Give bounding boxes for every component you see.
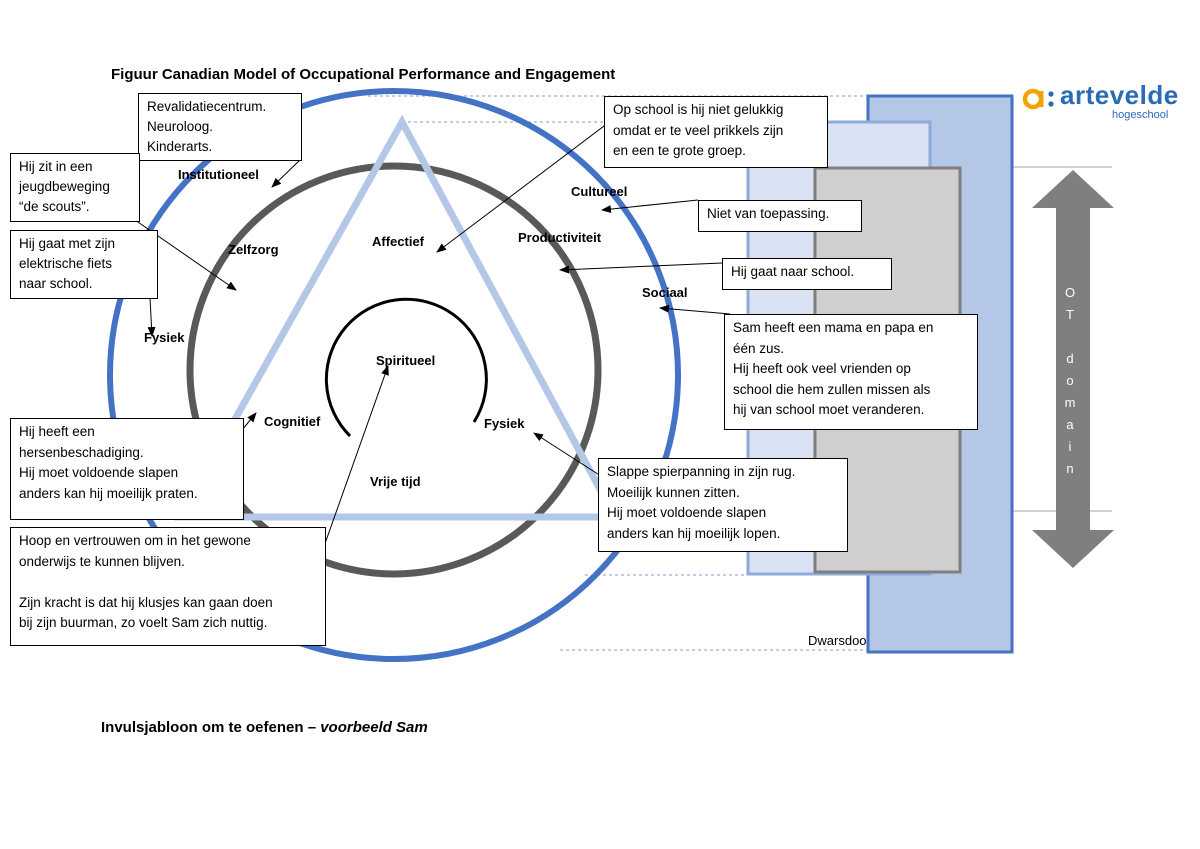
note-line: en een te grote groep. bbox=[613, 143, 746, 158]
note-line: Hij heeft ook veel vrienden op bbox=[733, 361, 911, 376]
domain-letter: O bbox=[1064, 285, 1076, 300]
note-line: school die hem zullen missen als bbox=[733, 381, 931, 397]
note-school: Op school is hij niet gelukkig omdat er … bbox=[604, 96, 828, 168]
note-line: Hij gaat naar school. bbox=[731, 264, 855, 279]
note-line: anders kan hij moeilijk praten. bbox=[19, 485, 198, 501]
note-line: Niet van toepassing. bbox=[707, 206, 830, 221]
note-line: Hij zit in een bbox=[19, 159, 93, 174]
domain-letter: a bbox=[1066, 417, 1074, 432]
note-line: Kinderarts. bbox=[147, 139, 213, 154]
person-triangle bbox=[174, 114, 621, 521]
outer-environment-circle bbox=[107, 88, 681, 662]
note-scouts: Hij zit in een jeugdbeweging “de scouts”… bbox=[10, 153, 140, 222]
label-cultureel: Cultureel bbox=[571, 184, 628, 199]
domain-letter: m bbox=[1064, 395, 1076, 410]
note-hoop: Hoop en vertrouwen om in het gewone onde… bbox=[10, 527, 326, 646]
note-productief: Hij gaat naar school. bbox=[722, 258, 892, 290]
note-line: Hij moet voldoende slapen bbox=[19, 465, 179, 480]
label-affectief: Affectief bbox=[372, 234, 425, 249]
note-line: Op school is hij niet gelukkig bbox=[613, 102, 784, 117]
note-fysiek: Slappe spierpanning in zijn rug. Moeilij… bbox=[598, 458, 848, 552]
domain-letter bbox=[1062, 326, 1078, 348]
note-sociaal: Sam heeft een mama en papa en één zus. H… bbox=[724, 314, 978, 430]
logo-wordmark: artevelde bbox=[1060, 80, 1179, 110]
note-line: onderwijs te kunnen blijven. bbox=[19, 553, 185, 569]
note-line: Hoop en vertrouwen om in het gewone bbox=[19, 533, 251, 548]
ot-domain-arrow bbox=[1032, 170, 1114, 568]
domain-letter: o bbox=[1066, 373, 1074, 388]
domain-letter: i bbox=[1068, 439, 1072, 454]
template-subtitle: Invulsjabloon om te oefenen – voorbeeld … bbox=[101, 719, 428, 736]
note-line: Moeilijk kunnen zitten. bbox=[607, 484, 740, 500]
note-line: Revalidatiecentrum. bbox=[147, 99, 267, 114]
note-line: Hij moet voldoende slapen bbox=[607, 505, 767, 520]
logo-mark-icon bbox=[1022, 88, 1054, 110]
domain-letter: T bbox=[1066, 307, 1074, 322]
logo-subtitle: hogeschool bbox=[1112, 109, 1169, 121]
note-hersenbeschadiging: Hij heeft een hersenbeschadiging. Hij mo… bbox=[10, 418, 244, 520]
note-line: Sam heeft een mama en papa en bbox=[733, 320, 934, 335]
label-cognitief: Cognitief bbox=[264, 414, 321, 429]
note-line: Hij heeft een bbox=[19, 424, 95, 439]
subtitle-plain: Invulsjabloon om te oefenen – bbox=[101, 719, 321, 736]
note-line: bij zijn buurman, zo voelt Sam zich nutt… bbox=[19, 615, 268, 630]
note-line: anders kan hij moeilijk lopen. bbox=[607, 525, 781, 541]
note-line: Zijn kracht is dat hij klusjes kan gaan … bbox=[19, 594, 273, 610]
label-fysiek-inner: Fysiek bbox=[484, 416, 525, 431]
note-institutional: Revalidatiecentrum. Neuroloog. Kinderart… bbox=[138, 93, 302, 161]
note-line: elektrische fiets bbox=[19, 256, 113, 271]
note-fiets: Hij gaat met zijn elektrische fiets naar… bbox=[10, 230, 158, 299]
note-line: één zus. bbox=[733, 340, 785, 356]
domain-letter: d bbox=[1066, 351, 1074, 366]
note-line: Hij gaat met zijn bbox=[19, 236, 116, 251]
label-fysiek-outer: Fysiek bbox=[144, 330, 185, 345]
artevelde-logo: artevelde hogeschool bbox=[1020, 80, 1180, 124]
ot-domain-label: O T d o m a i n bbox=[1062, 282, 1078, 480]
subtitle-italic: voorbeeld Sam bbox=[320, 719, 428, 736]
note-line: naar school. bbox=[19, 276, 93, 291]
note-line: hij van school moet veranderen. bbox=[733, 402, 925, 417]
dwarsdoorsnede-label: Dwarsdoorsnede bbox=[808, 633, 866, 648]
note-line: Neuroloog. bbox=[147, 119, 214, 134]
note-line: hersenbeschadiging. bbox=[19, 444, 144, 460]
note-line: Slappe spierpanning in zijn rug. bbox=[607, 464, 796, 479]
domain-letter: n bbox=[1066, 461, 1074, 476]
label-vrije-tijd: Vrije tijd bbox=[370, 474, 421, 489]
note-cultureel: Niet van toepassing. bbox=[698, 200, 862, 232]
label-spiritueel: Spiritueel bbox=[376, 353, 436, 368]
note-line: “de scouts”. bbox=[19, 199, 90, 214]
note-line bbox=[19, 572, 317, 593]
note-line: omdat er te veel prikkels zijn bbox=[613, 122, 784, 138]
label-productiviteit: Productiviteit bbox=[518, 230, 602, 245]
label-zelfzorg: Zelfzorg bbox=[228, 242, 279, 257]
figure-title: Figuur Canadian Model of Occupational Pe… bbox=[111, 66, 616, 83]
spiritual-arc bbox=[324, 297, 488, 438]
label-sociaal: Sociaal bbox=[642, 285, 688, 300]
note-line: jeugdbeweging bbox=[19, 179, 110, 194]
occupation-circle bbox=[186, 162, 602, 578]
label-institutioneel: Institutioneel bbox=[178, 167, 259, 182]
